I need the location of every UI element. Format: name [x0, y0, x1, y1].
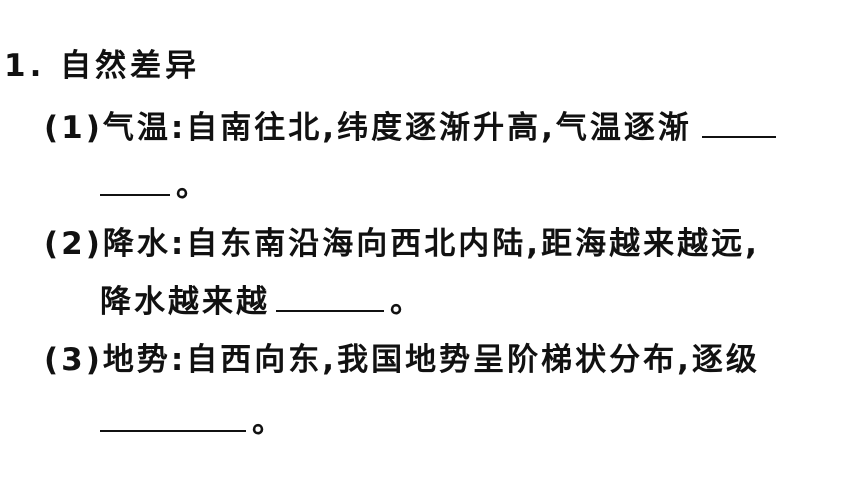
item-1-number: (1): [44, 110, 103, 146]
item-2-continuation: 降水越来越 。: [100, 282, 424, 322]
item-2-line: (2)降水:自东南沿海向西北内陆,距海越来越远,: [44, 224, 760, 264]
heading-text: 1. 自然差异: [4, 48, 201, 84]
item-3-line: (3)地势:自西向东,我国地势呈阶梯状分布,逐级: [44, 340, 760, 380]
item-1-continuation: 。: [100, 166, 210, 206]
item-2-number: (2): [44, 226, 103, 262]
item-1-period: 。: [176, 168, 210, 204]
item-2-period: 。: [390, 284, 424, 320]
section-heading: 1. 自然差异: [4, 46, 200, 86]
item-3-number: (3): [44, 342, 103, 378]
item-3-blank[interactable]: [100, 402, 246, 432]
item-1-blank-part2[interactable]: [100, 166, 170, 196]
item-2-blank[interactable]: [276, 282, 384, 312]
item-3-continuation: 。: [100, 402, 286, 442]
item-1-text: 气温:自南往北,纬度逐渐升高,气温逐渐: [102, 110, 692, 146]
item-2-cont-text: 降水越来越: [100, 284, 270, 320]
item-2-text: 降水:自东南沿海向西北内陆,距海越来越远,: [102, 226, 760, 262]
item-1-line: (1)气温:自南往北,纬度逐渐升高,气温逐渐: [44, 108, 776, 148]
item-3-text: 地势:自西向东,我国地势呈阶梯状分布,逐级: [102, 342, 760, 378]
item-3-period: 。: [252, 404, 286, 440]
item-1-blank-part1[interactable]: [701, 108, 776, 138]
